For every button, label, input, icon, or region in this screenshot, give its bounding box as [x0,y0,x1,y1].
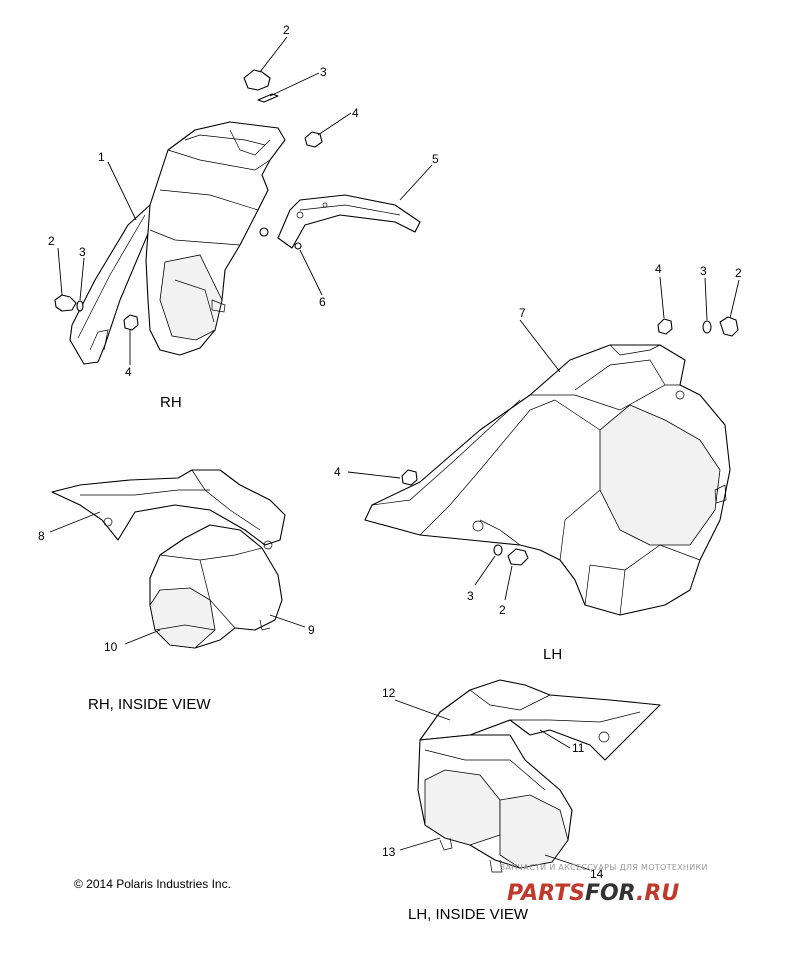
callout-lh-inside-14: 14 [590,867,604,881]
rh-assembly: 2 3 4 5 1 2 3 6 4 RH [48,23,439,411]
rh-pushpin-6 [294,242,302,250]
rh-washer-3-left [76,300,84,312]
rh-inside-panel-8 [51,469,286,546]
callout-lh-4-top: 4 [655,262,662,276]
lh-fastener-2-bottom [507,548,529,566]
view-label-lh: LH [543,646,562,663]
callout-lh-inside-12: 12 [382,686,396,700]
callout-rh-5: 5 [432,152,439,166]
copyright-text: © 2014 Polaris Industries Inc. [74,877,231,891]
callout-rh-1: 1 [98,150,105,164]
lh-inside-assembly: 12 11 13 14 LH, INSIDE VIEW [382,679,661,923]
watermark-logo: ЗАПЧАСТИ И АКСЕССУАРЫ ДЛЯ МОТОТЕХНИКИ PA… [500,863,708,906]
view-label-rh: RH [160,394,182,411]
callout-rh-4-bottom: 4 [125,365,132,379]
watermark-tagline: ЗАПЧАСТИ И АКСЕССУАРЫ ДЛЯ МОТОТЕХНИКИ [500,863,708,872]
callout-rh-3-left: 3 [79,245,86,259]
rh-side-panel-1 [69,204,159,365]
rh-extension-panel-5 [277,194,421,249]
rh-inside-assembly: 8 9 10 RH, INSIDE VIEW [38,469,315,713]
callout-rh-2-left: 2 [48,234,55,248]
callout-lh-7: 7 [519,306,526,320]
callout-rh-3-top: 3 [320,65,327,79]
callout-lh-4-left: 4 [334,465,341,479]
rh-nut-4-top [304,131,323,148]
rh-inside-housing-10 [149,587,216,649]
rh-nut-4-bottom [123,314,139,331]
lh-washer-3-bottom [493,544,503,556]
callout-lh-inside-11: 11 [572,741,585,755]
lh-inside-housing-14 [499,794,569,869]
view-label-lh-inside: LH, INSIDE VIEW [408,906,529,923]
view-label-rh-inside: RH, INSIDE VIEW [88,696,211,713]
lh-nut-4-left [401,469,418,486]
callout-lh-3-top: 3 [700,264,707,278]
lh-nut-4-top [657,318,673,335]
callout-rh-inside-10: 10 [104,640,118,654]
callout-lh-inside-13: 13 [382,845,396,859]
lh-assembly: 4 3 2 7 4 3 2 LH [334,262,742,663]
callout-rh-6: 6 [319,295,326,309]
rh-fastener-2-top [243,69,271,91]
lh-fastener-2-top [719,316,739,337]
callout-rh-inside-9: 9 [308,623,315,637]
callout-lh-2-bottom: 2 [499,603,506,617]
rh-washer-3-top [257,93,279,103]
lh-washer-3-top [702,320,712,334]
callout-rh-2-top: 2 [283,23,290,37]
watermark-brand: PARTSFOR.RU [507,881,679,906]
callout-rh-4-top: 4 [352,106,359,120]
callout-rh-inside-8: 8 [38,529,45,543]
callout-lh-3-bottom: 3 [467,589,474,603]
rh-fastener-2-left [54,294,77,312]
callout-lh-2-top: 2 [735,266,742,280]
